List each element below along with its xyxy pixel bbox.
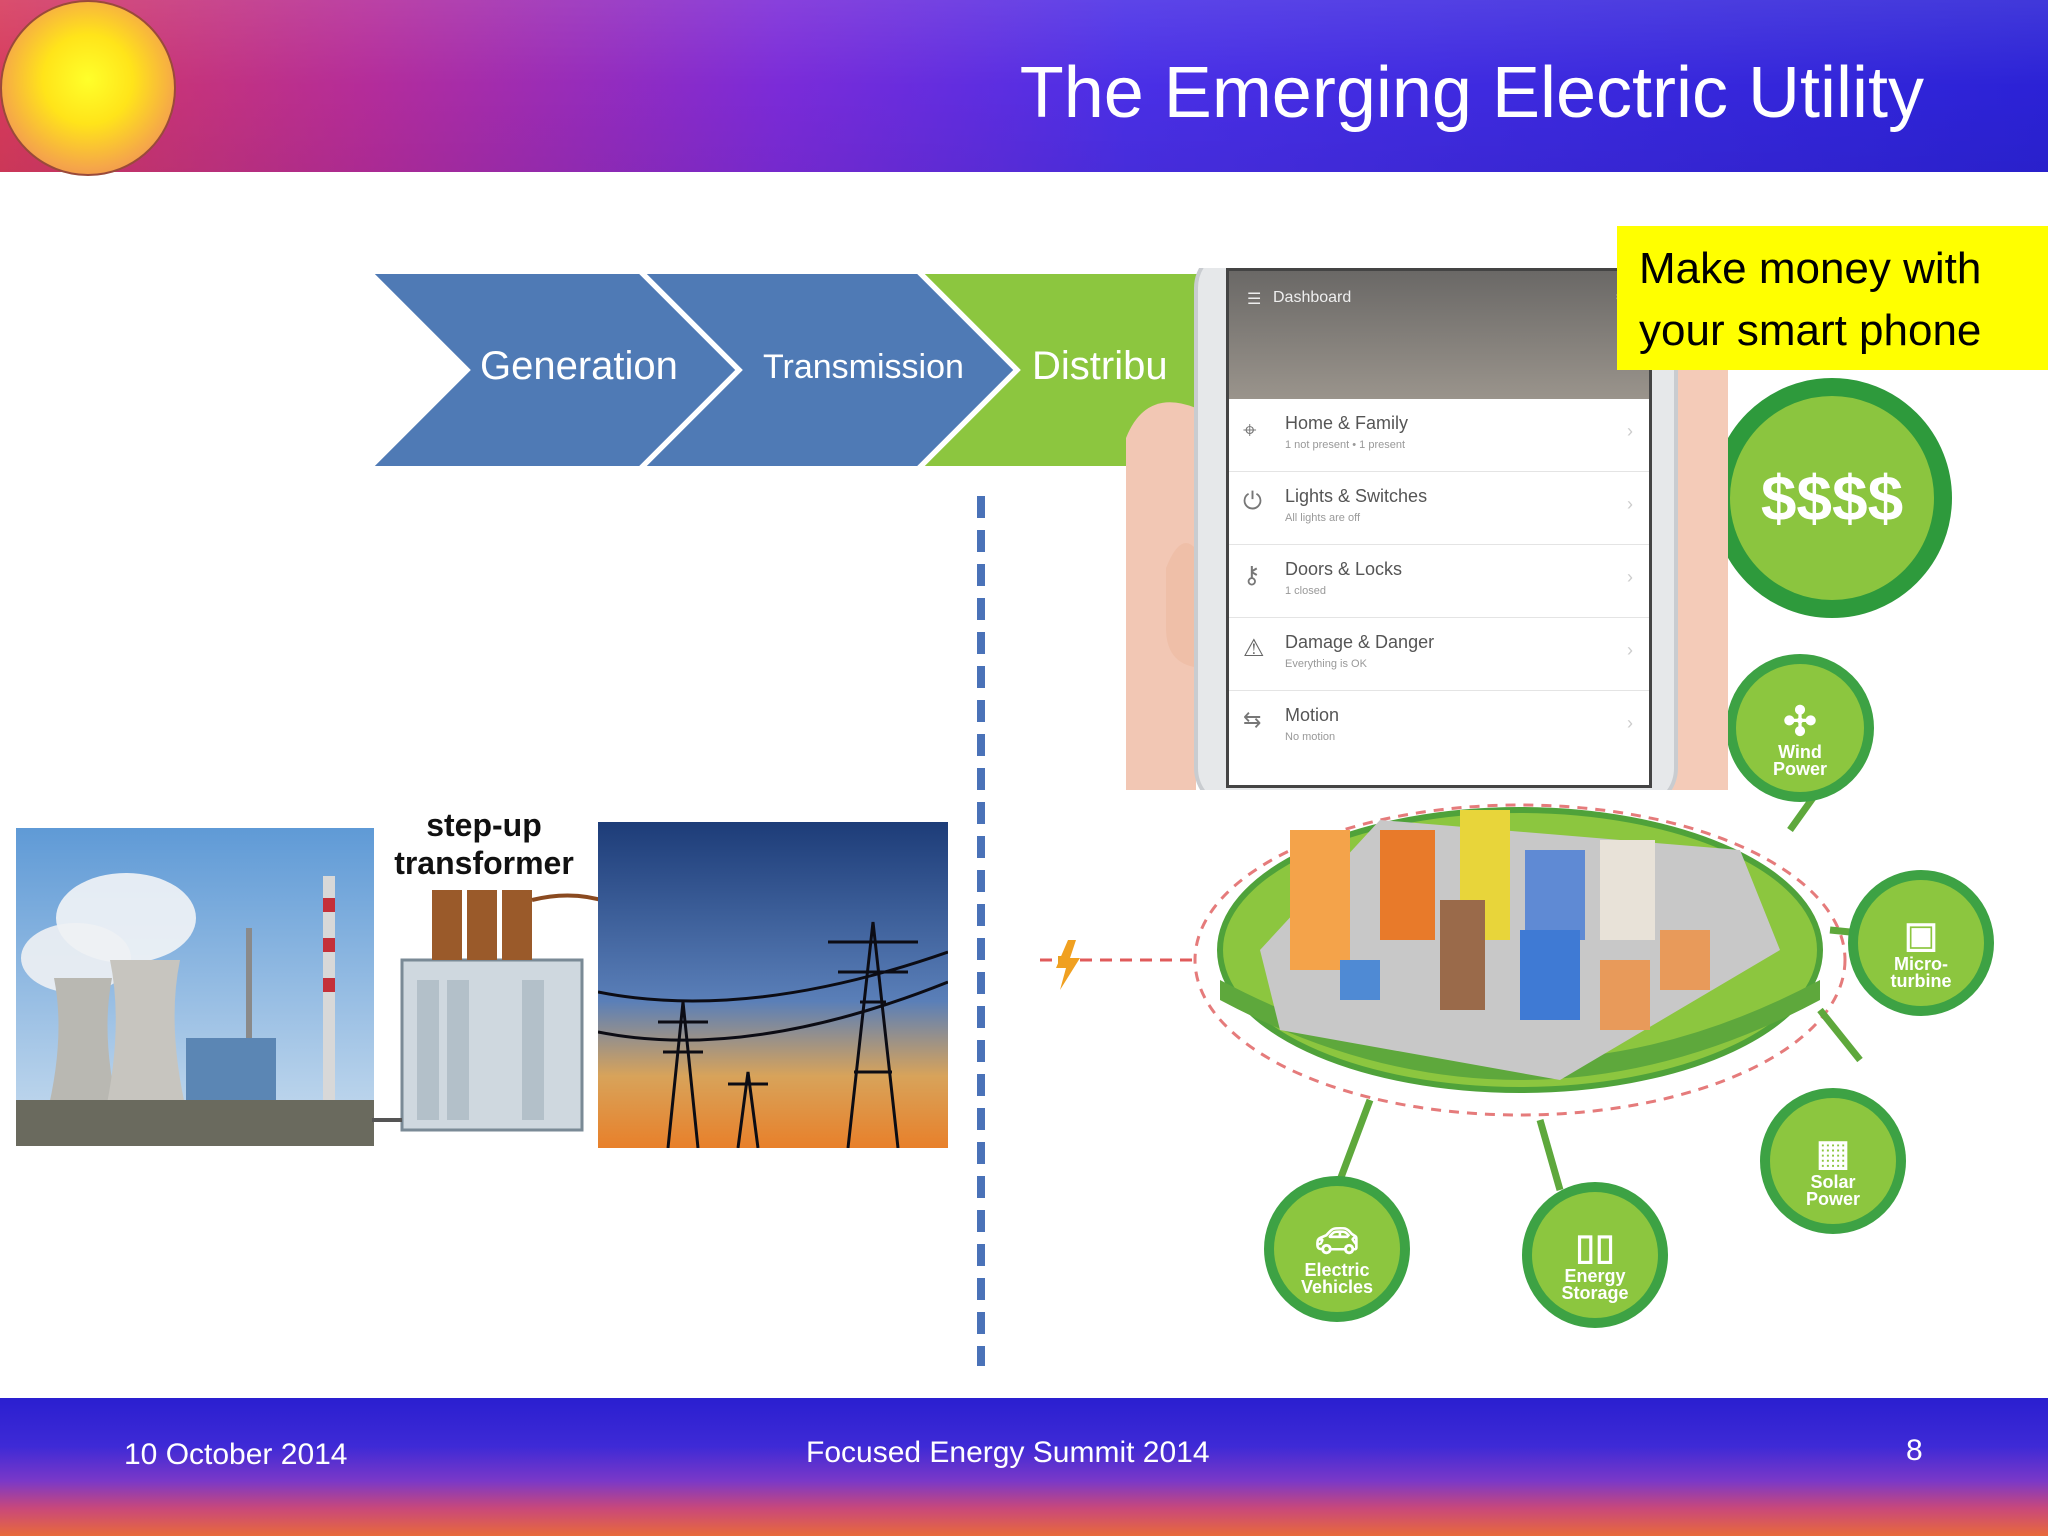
energy-storage-label-1: Energy <box>1564 1266 1626 1286</box>
callout-box: Make money with your smart phone <box>1617 226 2048 370</box>
transformer-label-line2: transformer <box>394 845 574 881</box>
phone-item-title: Lights & Switches <box>1285 486 1428 506</box>
phone-header-photo: ☰ Dashboard ⚙ <box>1229 271 1649 399</box>
wind-power-node: ✣ Wind Power <box>1726 654 1874 802</box>
chevron-right-icon: › <box>1627 713 1633 733</box>
battery-icon: ▯▯ <box>1575 1226 1615 1267</box>
wind-power-label-2: Power <box>1772 759 1828 779</box>
smartphone-image: ☰ Dashboard ⚙ ⌖ Home & Family 1 not pres… <box>1126 268 1728 790</box>
chevron-right-icon: › <box>1627 494 1633 514</box>
chevron-right-icon: › <box>1627 640 1633 660</box>
solar-power-label-2: Power <box>1805 1189 1861 1209</box>
phone-item-title: Doors & Locks <box>1285 559 1403 579</box>
solar-panel-icon: ▦ <box>1815 1132 1850 1173</box>
footer-page-number: 8 <box>1906 1434 1923 1467</box>
phone-menu-item[interactable]: ⚠ Damage & Danger Everything is OK › <box>1229 618 1649 691</box>
phone-menu-icon[interactable]: ☰ <box>1247 291 1262 308</box>
chevron-generation-label: Generation <box>480 344 678 388</box>
process-chevrons <box>370 272 1230 470</box>
callout-line2: your smart phone <box>1639 306 1982 355</box>
callout-line1: Make money with <box>1639 244 1982 293</box>
phone-menu-item[interactable]: ⌖ Home & Family 1 not present • 1 presen… <box>1229 399 1649 472</box>
phone-item-sub: All lights are off <box>1285 512 1361 524</box>
wind-turbine-icon: ✣ <box>1783 700 1817 744</box>
chevron-right-icon: › <box>1627 421 1633 441</box>
electric-vehicles-node: 🚗︎ Electric Vehicles <box>1264 1176 1410 1322</box>
transformer-label: step-up transformer <box>386 806 582 882</box>
chevron-transmission-label: Transmission <box>763 348 964 386</box>
smart-grid-illustration <box>1040 757 1881 1191</box>
power-plant-image <box>16 828 374 1146</box>
micro-turbine-node: ▣ Micro- turbine <box>1848 870 1994 1016</box>
money-circle: $$$$ <box>1712 378 1952 618</box>
footer-event: Focused Energy Summit 2014 <box>806 1436 1210 1469</box>
energy-storage-label-2: Storage <box>1561 1283 1629 1303</box>
lightning-icon <box>1056 940 1080 990</box>
phone-item-sub: 1 not present • 1 present <box>1285 439 1406 451</box>
motion-slider-icon: ⇆ <box>1243 707 1262 732</box>
phone-item-sub: Everything is OK <box>1285 658 1367 670</box>
sun-logo-icon <box>0 0 176 176</box>
footer-date: 10 October 2014 <box>124 1438 348 1471</box>
divider-line <box>977 496 985 1366</box>
phone-menu-list: ⌖ Home & Family 1 not present • 1 presen… <box>1229 399 1649 763</box>
chevron-right-icon: › <box>1627 567 1633 587</box>
phone-header-label: Dashboard <box>1273 289 1352 306</box>
transmission-towers-image <box>598 822 948 1148</box>
slide-header <box>0 0 2048 172</box>
phone-menu-item[interactable]: ⚷ Doors & Locks 1 closed › <box>1229 545 1649 618</box>
electric-vehicles-label-1: Electric <box>1304 1260 1370 1280</box>
micro-turbine-icon: ▣ <box>1903 914 1938 955</box>
electric-car-icon: 🚗︎ <box>1314 1220 1360 1261</box>
phone-item-title: Home & Family <box>1285 413 1409 433</box>
micro-turbine-label-2: turbine <box>1890 971 1952 991</box>
transformer-label-line1: step-up <box>426 807 542 843</box>
phone-item-title: Motion <box>1285 705 1340 725</box>
slide-title: The Emerging Electric Utility <box>1019 53 1924 133</box>
micro-turbine-label-1: Micro- <box>1894 954 1948 974</box>
key-icon: ⚷ <box>1243 562 1261 589</box>
chevron-distribution-label: Distribu <box>1032 344 1168 388</box>
wind-power-label-1: Wind <box>1778 742 1822 762</box>
energy-storage-node: ▯▯ Energy Storage <box>1522 1182 1668 1328</box>
power-icon: ⏻ <box>1243 488 1262 515</box>
phone-screen: ☰ Dashboard ⚙ ⌖ Home & Family 1 not pres… <box>1226 268 1652 788</box>
electric-vehicles-label-2: Vehicles <box>1300 1277 1374 1297</box>
phone-item-sub: No motion <box>1285 731 1336 743</box>
transformer-icon <box>372 890 609 1132</box>
phone-menu-item[interactable]: ⇆ Motion No motion › <box>1229 691 1649 763</box>
phone-menu-item[interactable]: ⏻ Lights & Switches All lights are off › <box>1229 472 1649 545</box>
warning-icon: ⚠ <box>1243 635 1265 662</box>
phone-item-title: Damage & Danger <box>1285 632 1435 652</box>
solar-power-label-1: Solar <box>1810 1172 1856 1192</box>
phone-item-sub: 1 closed <box>1285 585 1326 597</box>
location-pin-icon: ⌖ <box>1243 417 1257 444</box>
solar-power-node: ▦ Solar Power <box>1760 1088 1906 1234</box>
slide-footer: 10 October 2014 Focused Energy Summit 20… <box>0 1398 2048 1536</box>
